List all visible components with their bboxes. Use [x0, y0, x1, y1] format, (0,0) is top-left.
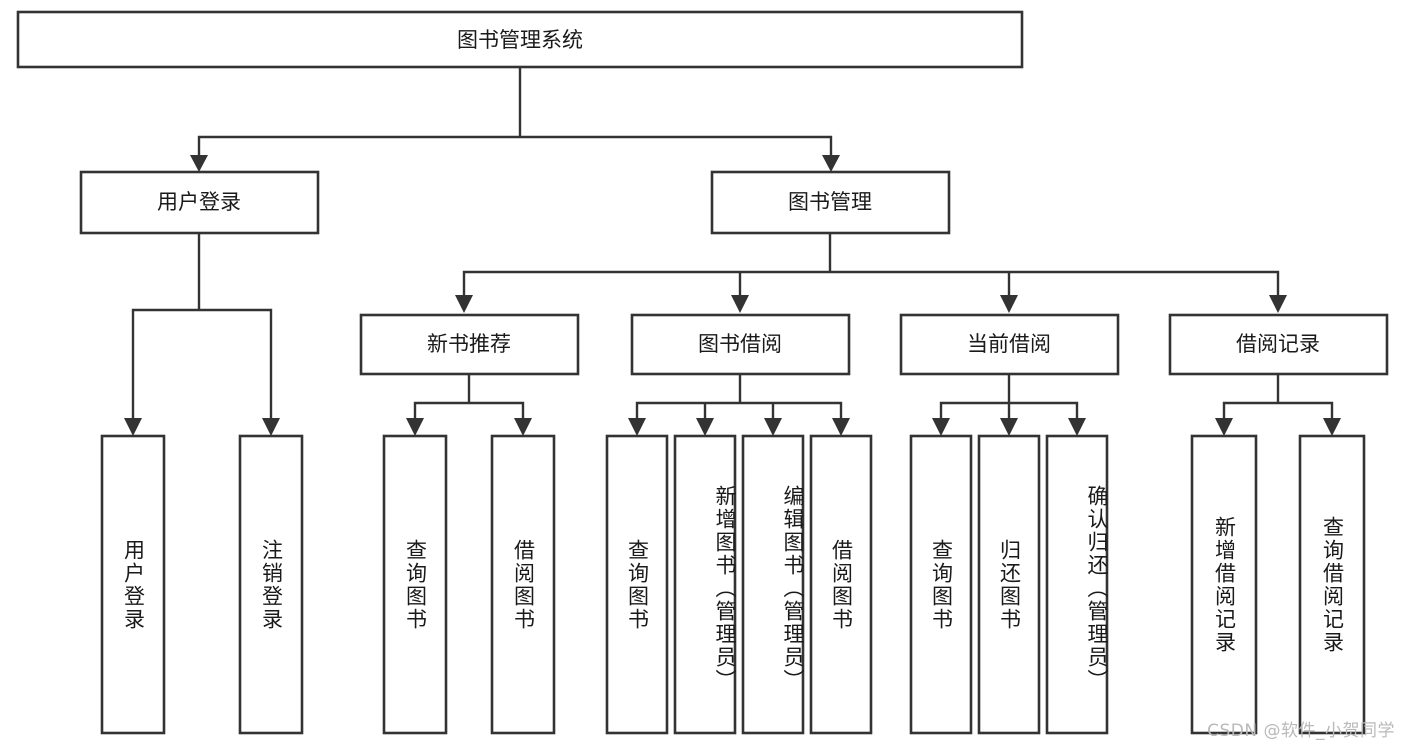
arrowhead-icon	[406, 418, 424, 436]
node-borrow-record[interactable]: 借阅记录	[1168, 313, 1389, 376]
arrowhead-icon	[1215, 418, 1233, 436]
arrowhead-icon	[932, 418, 950, 436]
node-root[interactable]: 图书管理系统	[16, 10, 1024, 69]
node-book-borrow[interactable]: 图书借阅	[630, 313, 851, 376]
node-leaf-query-record-box[interactable]	[1298, 434, 1366, 735]
node-book-manage[interactable]: 图书管理	[710, 170, 951, 235]
node-root-label: 图书管理系统	[457, 28, 583, 52]
arrowhead-layer	[124, 155, 1341, 436]
arrowhead-icon	[1323, 418, 1341, 436]
node-leaf-borrow-book-2-box[interactable]	[809, 434, 873, 735]
connector-current-borrow-bus	[939, 372, 1079, 420]
arrowhead-icon	[124, 418, 142, 436]
connector-user-login-bus	[131, 231, 273, 420]
node-book-manage-box[interactable]	[710, 170, 951, 235]
arrowhead-icon	[1269, 295, 1287, 313]
node-user-login-label: 用户登录	[157, 190, 241, 214]
node-borrow-record-box[interactable]	[1168, 313, 1389, 376]
node-leaf-edit-book-box[interactable]	[741, 434, 805, 735]
node-leaf-confirm-return-box[interactable]	[1045, 434, 1109, 735]
node-new-book-rec-box[interactable]	[359, 313, 580, 376]
node-book-manage-label: 图书管理	[788, 190, 872, 214]
node-user-login[interactable]: 用户登录	[79, 170, 320, 235]
csdn-watermark: CSDN @软件_小贺同学	[1207, 721, 1395, 741]
connector-book-manage-bus	[462, 231, 1280, 297]
node-leaf-return-book-box[interactable]	[977, 434, 1041, 735]
arrowhead-icon	[731, 295, 749, 313]
node-book-borrow-label: 图书借阅	[698, 332, 782, 356]
node-root-box[interactable]	[16, 10, 1024, 69]
node-leaf-user-login-box[interactable]	[100, 434, 166, 735]
arrowhead-icon	[628, 418, 646, 436]
node-current-borrow[interactable]: 当前借阅	[899, 313, 1120, 376]
node-new-book-rec[interactable]: 新书推荐	[359, 313, 580, 376]
node-leaf-query-book-1-box[interactable]	[382, 434, 448, 735]
arrowhead-icon	[514, 418, 532, 436]
node-leaf-logout-box[interactable]	[238, 434, 304, 735]
arrowhead-icon	[764, 418, 782, 436]
node-current-borrow-box[interactable]	[899, 313, 1120, 376]
connector-layer	[131, 65, 1334, 420]
arrowhead-icon	[1068, 418, 1086, 436]
node-leaf-query-book-3-box[interactable]	[909, 434, 973, 735]
arrowhead-icon	[190, 155, 208, 172]
node-current-borrow-label: 当前借阅	[967, 332, 1051, 356]
node-user-login-box[interactable]	[79, 170, 320, 235]
connector-borrow-record-bus	[1222, 372, 1334, 420]
node-leaf-add-record-box[interactable]	[1190, 434, 1258, 735]
connector-root-bus	[197, 65, 833, 157]
arrowhead-icon	[455, 295, 473, 313]
node-leaf-add-book-box[interactable]	[673, 434, 737, 735]
node-borrow-record-label: 借阅记录	[1236, 332, 1320, 356]
leaf-box-layer	[100, 434, 1366, 735]
arrowhead-icon	[1000, 418, 1018, 436]
node-new-book-rec-label: 新书推荐	[427, 332, 511, 356]
node-leaf-borrow-book-1-box[interactable]	[490, 434, 556, 735]
connector-new-book-rec-bus	[413, 372, 525, 420]
arrowhead-icon	[696, 418, 714, 436]
arrowhead-icon	[822, 155, 840, 172]
arrowhead-icon	[1000, 295, 1018, 313]
arrowhead-icon	[832, 418, 850, 436]
node-book-borrow-box[interactable]	[630, 313, 851, 376]
connector-book-borrow-bus	[635, 372, 843, 420]
arrowhead-icon	[262, 418, 280, 436]
node-leaf-query-book-2-box[interactable]	[605, 434, 669, 735]
